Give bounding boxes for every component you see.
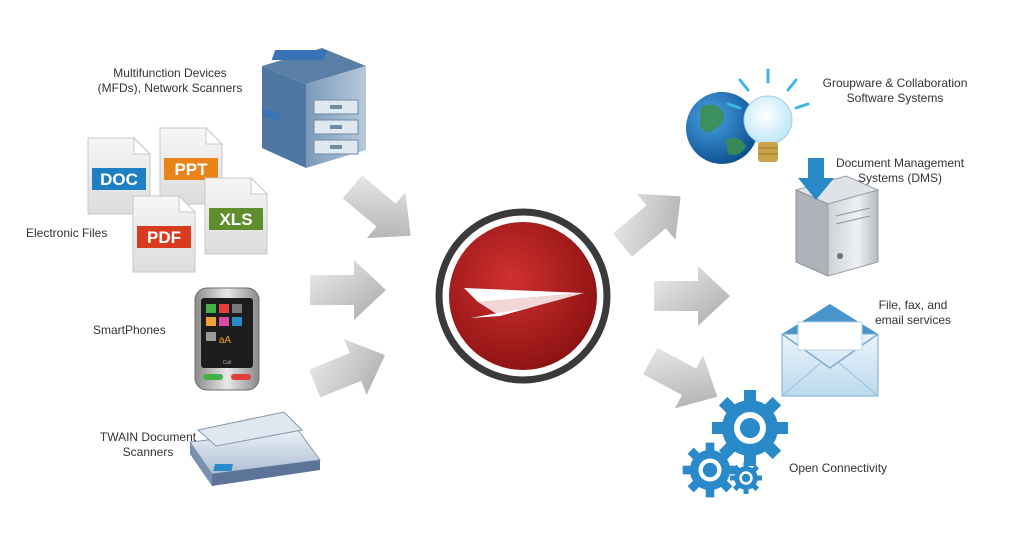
arrow-hub-to-connect [636, 334, 732, 424]
arrow-hub-to-groupware [603, 173, 700, 269]
groupware-label-line2: Software Systems [846, 91, 944, 105]
phone-key-text: aA [219, 335, 232, 346]
dms-label: Document Management Systems (DMS) [820, 156, 980, 186]
arrow-phones-to-hub [303, 327, 397, 412]
xls-badge-text: XLS [219, 210, 252, 229]
ppt-badge-text: PPT [174, 160, 208, 179]
globe-lightbulb-icon [686, 68, 810, 164]
open-connectivity-label: Open Connectivity [789, 461, 888, 475]
download-arrow-icon [798, 158, 834, 200]
electronic-files-label: Electronic Files [26, 226, 108, 240]
doc-file-icon: DOC [87, 137, 151, 215]
email-label: File, fax, and email services [858, 298, 968, 328]
server-download-icon [794, 158, 880, 277]
mfd-label: Multifunction Devices (MFDs), Network Sc… [80, 66, 260, 96]
hub-logo [435, 208, 611, 384]
phone-call-text: Call [223, 360, 232, 366]
flatbed-scanner-icon [189, 411, 321, 486]
mfd-label-line2: (MFDs), Network Scanners [97, 81, 243, 95]
pdf-badge [137, 226, 191, 248]
smartphones-label: SmartPhones [93, 323, 166, 337]
twain-label: TWAIN Document Scanners [88, 430, 208, 460]
pdf-badge-text: PDF [147, 228, 181, 247]
arrow-mfd-to-hub [333, 163, 430, 259]
printer-icon [262, 48, 366, 168]
dms-label-line2: Systems (DMS) [858, 171, 942, 185]
ppt-badge [164, 158, 218, 180]
smartphone-icon: aA Call [194, 287, 260, 391]
envelope-icon [781, 304, 879, 397]
doc-badge [92, 168, 146, 190]
ppt-file-icon: PPT [159, 127, 223, 205]
doc-badge-text: DOC [100, 170, 138, 189]
twain-label-line2: Scanners [122, 445, 174, 459]
pdf-file-icon: PDF [132, 195, 196, 273]
gears-icon [682, 390, 788, 498]
arrow-hub-to-dms [654, 266, 730, 326]
document-files-icon: DOC PPT PDF XLS [87, 127, 268, 273]
twain-label-line1: TWAIN Document [99, 430, 197, 444]
paper-plane-logo-icon [464, 288, 584, 318]
xls-badge [209, 208, 263, 230]
arrow-files-to-hub [310, 260, 386, 320]
xls-file-icon: XLS [204, 177, 268, 255]
groupware-label: Groupware & Collaboration Software Syste… [800, 76, 990, 106]
groupware-label-line1: Groupware & Collaboration [822, 76, 968, 90]
email-label-line1: File, fax, and [878, 298, 948, 312]
mfd-label-line1: Multifunction Devices [113, 66, 227, 80]
dms-label-line1: Document Management [835, 156, 965, 170]
email-label-line2: email services [874, 313, 952, 327]
